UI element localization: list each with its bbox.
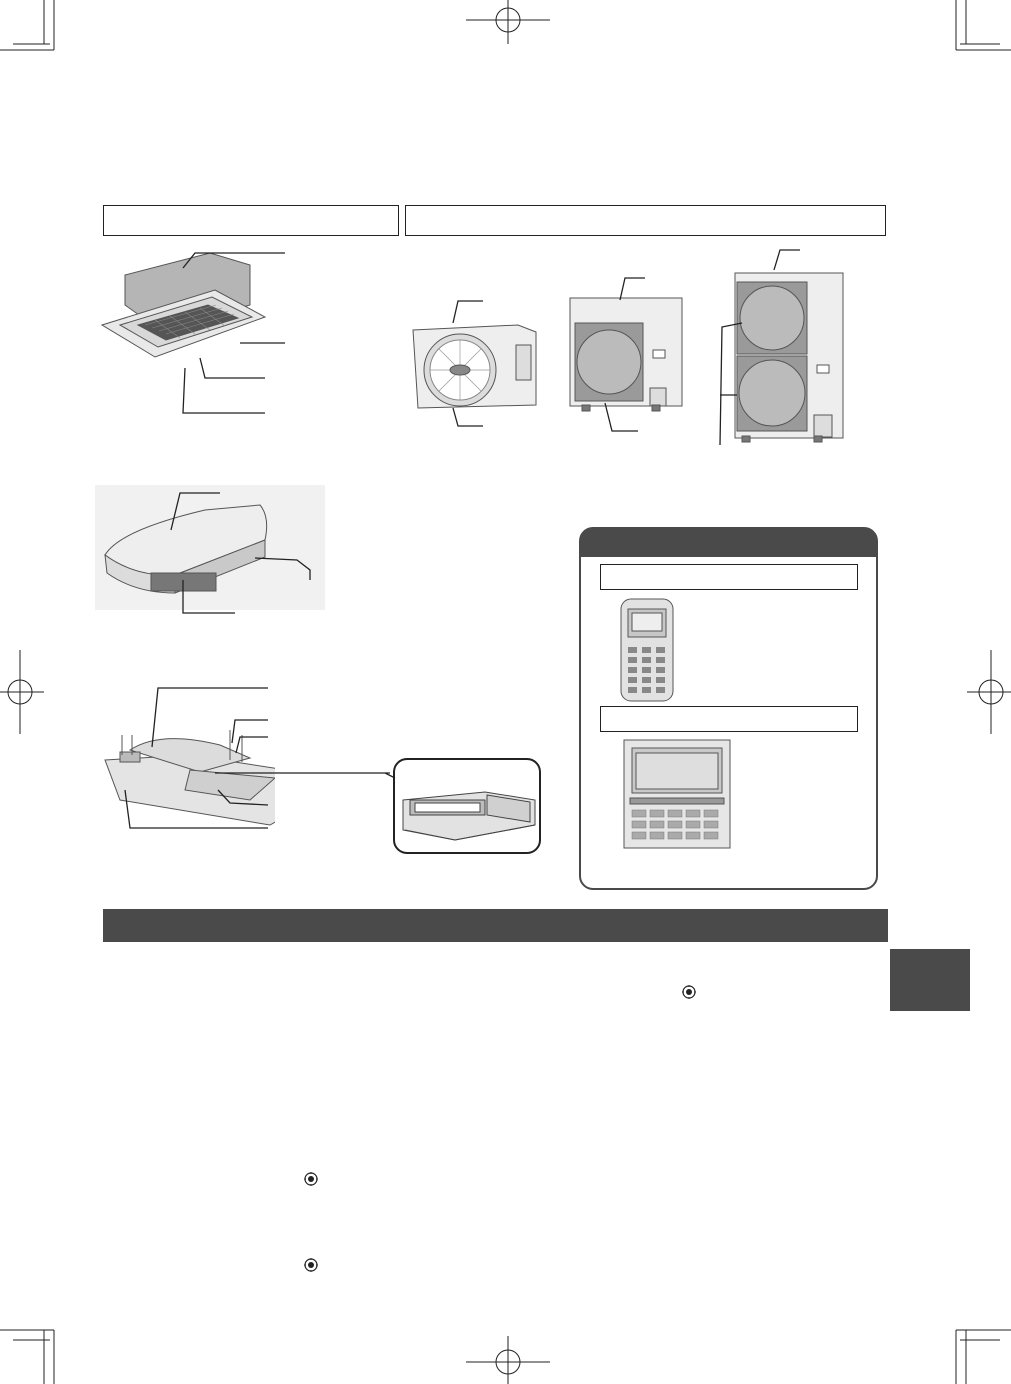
ceiling-unit-leader-lines: [170, 492, 311, 614]
outdoor-medium-leader-lines: [604, 277, 645, 432]
section-banner: [103, 909, 888, 942]
remote-controller-panel: [579, 527, 878, 890]
duct-inset-illustration: [402, 791, 536, 841]
outdoor-large-leader-lines: [719, 249, 800, 446]
registration-mark-icon: [0, 650, 44, 734]
cassette-indoor-unit-illustration: [100, 252, 267, 358]
ceiling-suspended-unit-illustration: [95, 485, 325, 610]
registration-mark-icon: [967, 650, 1011, 734]
side-language-tab: [890, 949, 970, 1011]
wireless-remote-illustration: [620, 598, 674, 702]
registration-mark-icon: [466, 0, 550, 44]
outdoor-unit-small-illustration: [412, 324, 537, 409]
operation-symbol-icon: [304, 1258, 318, 1272]
remote-panel-header: [581, 529, 876, 557]
outdoor-unit-large-illustration: [734, 272, 844, 443]
registration-mark-icon: [466, 1336, 550, 1384]
wired-remote-illustration: [623, 739, 731, 849]
duct-inset-connector: [385, 772, 396, 779]
duct-inset-frame: [393, 758, 541, 854]
outdoor-small-leader-lines: [452, 300, 483, 427]
duct-leader-lines: [124, 687, 390, 829]
cassette-leader-lines: [182, 252, 285, 414]
operation-symbol-icon: [304, 1172, 318, 1186]
wired-remote-header: [600, 706, 858, 732]
indoor-unit-header: [103, 205, 399, 236]
outdoor-unit-medium-illustration: [569, 297, 683, 412]
wireless-remote-header: [600, 564, 858, 590]
operation-symbol-icon: [682, 985, 696, 999]
outdoor-unit-header: [405, 205, 886, 236]
